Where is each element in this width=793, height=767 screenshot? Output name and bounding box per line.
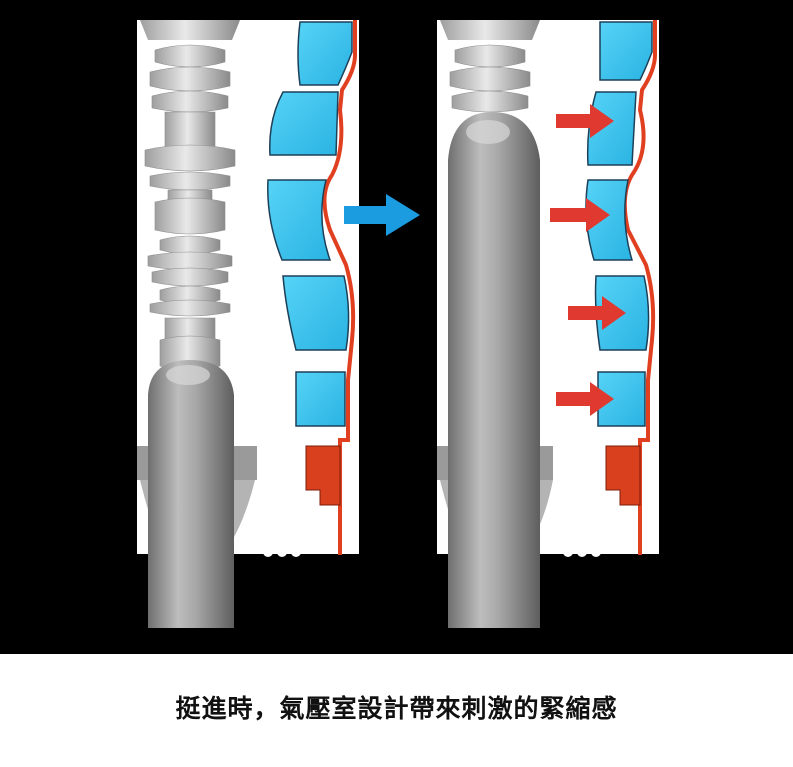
right-chamber-2 <box>586 91 637 166</box>
right-rod-highlight <box>466 120 510 144</box>
right-ribbed-canal <box>449 44 531 113</box>
left-rod <box>148 360 234 628</box>
left-chamber-2 <box>269 91 339 156</box>
left-ribbed-canal <box>144 44 236 371</box>
left-chamber-4 <box>282 275 350 351</box>
caption-text: 挺進時，氣壓室設計帶來刺激的緊縮感 <box>175 693 618 723</box>
right-chamber-1 <box>599 21 653 81</box>
caption-band: 挺進時，氣壓室設計帶來刺激的緊縮感 <box>0 654 793 767</box>
left-valve <box>305 445 341 506</box>
sleeve-diagram <box>137 20 659 628</box>
arrow-right-icon <box>550 198 610 232</box>
right-panel <box>437 20 659 628</box>
illustration-area <box>0 0 793 654</box>
right-valve <box>605 445 641 506</box>
left-base-bumps <box>263 547 301 557</box>
left-chamber-1 <box>297 21 353 86</box>
left-sleeve-outline <box>322 20 357 555</box>
left-top-cap <box>140 20 240 40</box>
arrow-right-icon <box>556 382 614 416</box>
right-rod <box>448 112 540 628</box>
left-chamber-5 <box>295 371 346 427</box>
left-panel <box>137 20 359 628</box>
arrow-right-icon <box>344 194 420 236</box>
left-air-chambers <box>267 21 353 427</box>
pressure-arrows <box>550 104 626 416</box>
arrow-right-icon <box>568 296 626 330</box>
right-base-bumps <box>563 547 601 557</box>
right-top-cap <box>440 20 540 40</box>
left-chamber-3 <box>267 179 332 261</box>
arrow-right-icon <box>556 104 614 138</box>
right-sleeve-outline <box>622 20 657 555</box>
left-rod-highlight <box>166 365 210 385</box>
